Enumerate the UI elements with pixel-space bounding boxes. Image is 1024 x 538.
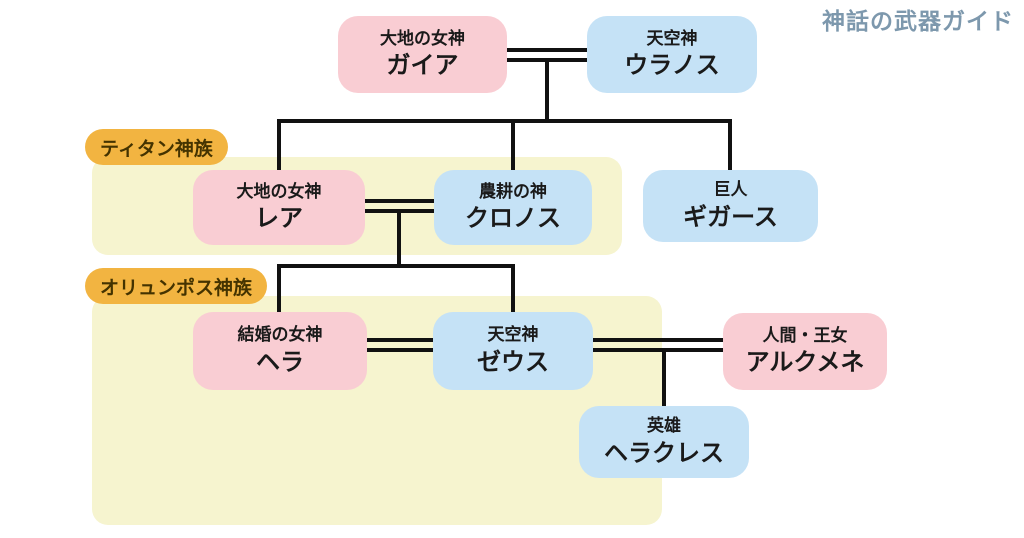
node-alcmene: 人間・王女 アルクメネ xyxy=(723,313,887,390)
drop-line-gigas xyxy=(728,119,732,171)
page-title: 神話の武器ガイド xyxy=(822,9,1014,35)
zeus-alcmene-marriage-line-bottom xyxy=(590,348,726,352)
node-gaia-name: ガイア xyxy=(386,51,459,80)
node-gaia-role: 大地の女神 xyxy=(380,28,465,49)
node-rhea-role: 大地の女神 xyxy=(236,181,322,202)
hera-zeus-marriage-line-bottom xyxy=(364,348,436,352)
hera-zeus-marriage-line-top xyxy=(364,338,436,342)
node-cronus: 農耕の神 クロノス xyxy=(434,170,592,245)
node-alcmene-role: 人間・王女 xyxy=(762,325,848,346)
node-heracles-role: 英雄 xyxy=(647,416,681,437)
rhea-cronus-descent-line xyxy=(397,209,401,268)
drop-line-zeus xyxy=(511,264,515,312)
node-uranus-role: 天空神 xyxy=(646,28,698,49)
titan-children-rail xyxy=(277,119,732,123)
node-zeus-role: 天空神 xyxy=(487,325,539,346)
node-gigas-role: 巨人 xyxy=(713,180,748,201)
drop-line-rhea xyxy=(277,119,281,171)
node-hera: 結婚の女神 ヘラ xyxy=(193,312,367,390)
drop-line-cronus xyxy=(511,119,515,171)
node-cronus-role: 農耕の神 xyxy=(479,181,547,202)
node-alcmene-name: アルクメネ xyxy=(745,348,865,377)
titan-group-label: ティタン神族 xyxy=(85,129,228,165)
olympus-group-label: オリュンポス神族 xyxy=(85,268,268,304)
node-heracles: 英雄 ヘラクレス xyxy=(579,406,749,478)
node-gigas: 巨人 ギガース xyxy=(643,170,818,242)
node-rhea-name: レア xyxy=(255,204,303,233)
node-rhea: 大地の女神 レア xyxy=(193,170,365,245)
node-hera-name: ヘラ xyxy=(256,347,304,376)
node-hera-role: 結婚の女神 xyxy=(237,325,323,346)
node-heracles-name: ヘラクレス xyxy=(604,438,724,467)
node-zeus: 天空神 ゼウス xyxy=(433,312,593,390)
node-cronus-name: クロノス xyxy=(465,204,561,233)
node-gigas-name: ギガース xyxy=(683,202,778,231)
node-zeus-name: ゼウス xyxy=(477,347,549,376)
zeus-alcmene-descent-line xyxy=(662,348,666,406)
zeus-alcmene-marriage-line-top xyxy=(590,338,726,342)
node-gaia: 大地の女神 ガイア xyxy=(338,16,507,93)
node-uranus: 天空神 ウラノス xyxy=(587,16,757,93)
rhea-cronus-marriage-line-top xyxy=(362,199,437,203)
node-uranus-name: ウラノス xyxy=(624,51,720,80)
olympus-children-rail xyxy=(277,264,515,268)
drop-line-hera xyxy=(277,264,281,312)
gaia-uranus-descent-line xyxy=(545,58,549,123)
gaia-uranus-marriage-line-top xyxy=(502,48,592,52)
